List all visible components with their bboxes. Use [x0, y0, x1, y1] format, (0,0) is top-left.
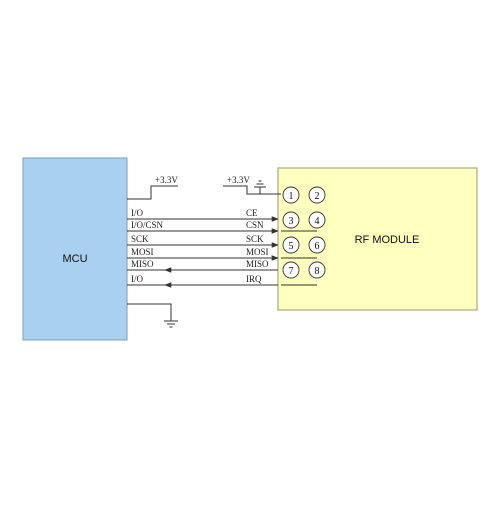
- mcu-pin-label: MISO: [131, 259, 154, 269]
- connector-pin-6: 6: [308, 236, 326, 254]
- connector-pin-4: 4: [308, 211, 326, 229]
- module-signal-label: CE: [246, 208, 258, 218]
- mcu-supply-wire: [127, 185, 178, 200]
- mcu-pin-label: MOSI: [131, 247, 154, 257]
- svg-text:1: 1: [289, 191, 294, 202]
- mcu-pin-label: SCK: [131, 234, 149, 244]
- svg-text:6: 6: [315, 241, 320, 252]
- mcu-pin-label: I/O/CSN: [131, 220, 164, 230]
- connector-pin-7: 7: [282, 261, 300, 279]
- module-signal-label: SCK: [246, 234, 264, 244]
- svg-text:7: 7: [289, 266, 294, 277]
- connector-pin-1: 1: [282, 186, 300, 204]
- svg-text:8: 8: [315, 266, 320, 277]
- module-signal-label: CSN: [246, 220, 264, 230]
- ground-symbol-icon: [164, 320, 178, 328]
- module-signal-label: MISO: [246, 259, 269, 269]
- mcu-ground-wire: [127, 303, 172, 321]
- module-supply-label: +3.3V: [227, 175, 250, 185]
- mcu-block: [22, 157, 128, 341]
- mcu-pin-label: I/O: [131, 208, 143, 218]
- svg-text:4: 4: [315, 216, 320, 227]
- connector-pin-8: 8: [308, 261, 326, 279]
- module-signal-label: IRQ: [246, 274, 262, 284]
- mcu-label: MCU: [62, 253, 87, 265]
- svg-text:3: 3: [289, 216, 294, 227]
- module-signal-label: MOSI: [246, 247, 269, 257]
- module-supply-wire: [223, 185, 281, 195]
- connector-pin-5: 5: [282, 236, 300, 254]
- rf-module-label: RF MODULE: [355, 234, 420, 246]
- connector-pin-3: 3: [282, 211, 300, 229]
- svg-text:5: 5: [289, 241, 294, 252]
- module-ground-symbol-icon: [254, 180, 266, 188]
- connector-pin-2: 2: [308, 186, 326, 204]
- mcu-supply-label: +3.3V: [155, 175, 178, 185]
- svg-text:2: 2: [315, 191, 320, 202]
- mcu-pin-label: I/O: [131, 274, 143, 284]
